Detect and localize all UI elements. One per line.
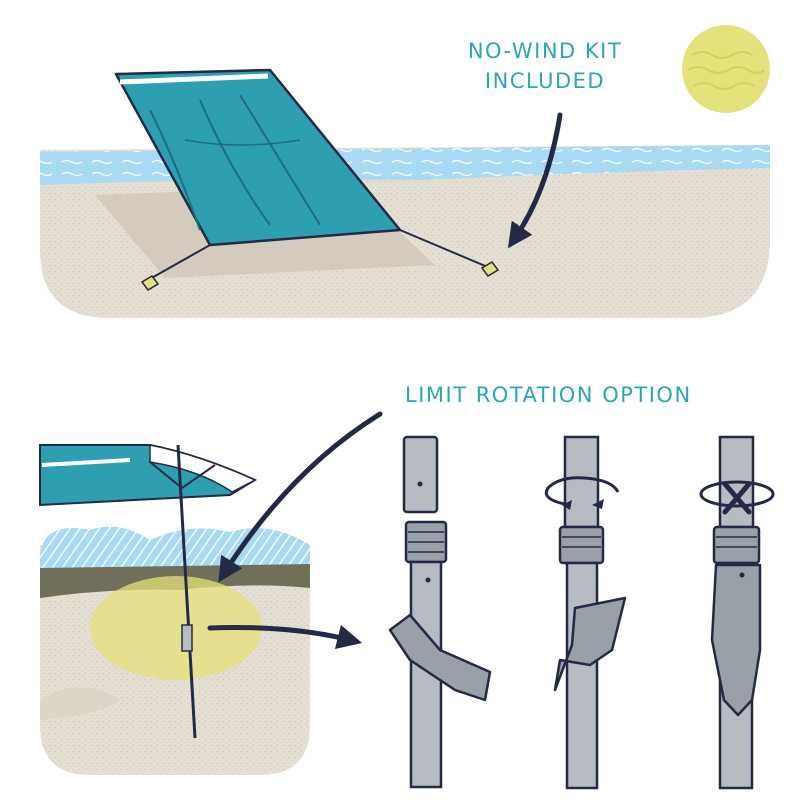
rotate-arrows-icon xyxy=(544,476,620,510)
pole-detail-separated xyxy=(388,435,492,789)
shade-canopy-top xyxy=(114,68,491,281)
pointer-arrow-diagonal xyxy=(218,411,383,583)
pole-detail-locked xyxy=(710,435,762,790)
no-wind-kit-label: NO-WIND KIT INCLUDED xyxy=(440,36,650,96)
beach-scene-bottom xyxy=(40,526,310,775)
sun-icon xyxy=(682,25,770,113)
no-wind-kit-line2: INCLUDED xyxy=(484,69,606,93)
ground-stake-right xyxy=(480,261,500,277)
ground-stake-left xyxy=(140,275,160,291)
no-wind-kit-line1: NO-WIND KIT xyxy=(467,39,623,63)
umbrella-canopy-bottom xyxy=(39,444,258,739)
no-rotate-x-icon xyxy=(699,480,775,515)
pointer-arrow-horizontal xyxy=(207,624,363,650)
pole-detail-rotating xyxy=(553,435,627,790)
limit-rotation-label: LIMIT ROTATION OPTION xyxy=(405,383,692,407)
pointer-arrow-top xyxy=(507,112,563,249)
